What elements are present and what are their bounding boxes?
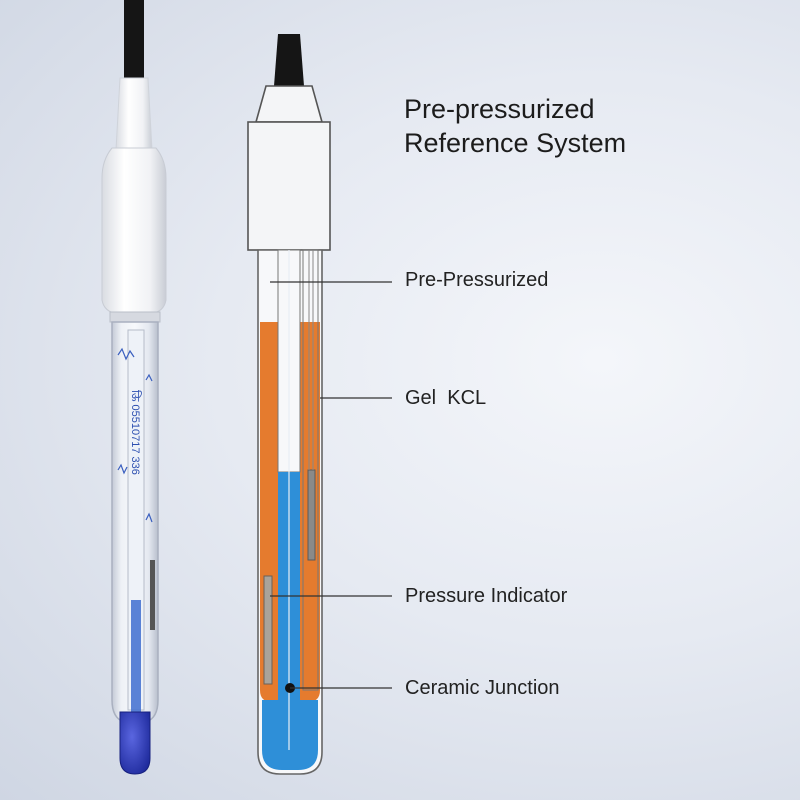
glass-bulb xyxy=(119,711,151,775)
diagram-title: Pre-pressurized Reference System xyxy=(404,92,626,160)
electrode-cap xyxy=(101,147,167,315)
printed-markings xyxy=(117,347,153,523)
section-cap-body xyxy=(247,121,331,251)
title-line-2: Reference System xyxy=(404,128,627,158)
reference-tube xyxy=(302,249,319,691)
callout-pre-pressurized: Pre-Pressurized xyxy=(405,269,549,291)
callout-ceramic-junction: Ceramic Junction xyxy=(405,677,560,699)
electrode-cross-section xyxy=(247,34,331,775)
reference-element xyxy=(307,469,316,561)
section-cap-top xyxy=(254,85,324,123)
inner-dark-element xyxy=(150,560,155,630)
bulb-electrolyte xyxy=(262,700,318,770)
cable-strain-relief xyxy=(115,77,153,151)
callout-pressure-indicator: Pressure Indicator xyxy=(405,585,568,607)
cap-collar xyxy=(109,311,161,323)
section-cable xyxy=(274,34,304,86)
title-line-1: Pre-pressurized xyxy=(404,94,595,124)
serial-marking: ऊि 05510717 336 xyxy=(129,390,142,475)
electrode-photo: ऊि 05510717 336 xyxy=(101,0,167,775)
pressure-indicator-bar xyxy=(263,575,273,685)
inner-blue-fill xyxy=(131,600,141,718)
callout-gel-kcl: Gel KCL xyxy=(405,387,487,409)
cable xyxy=(124,0,144,86)
leader-lines xyxy=(270,281,392,689)
